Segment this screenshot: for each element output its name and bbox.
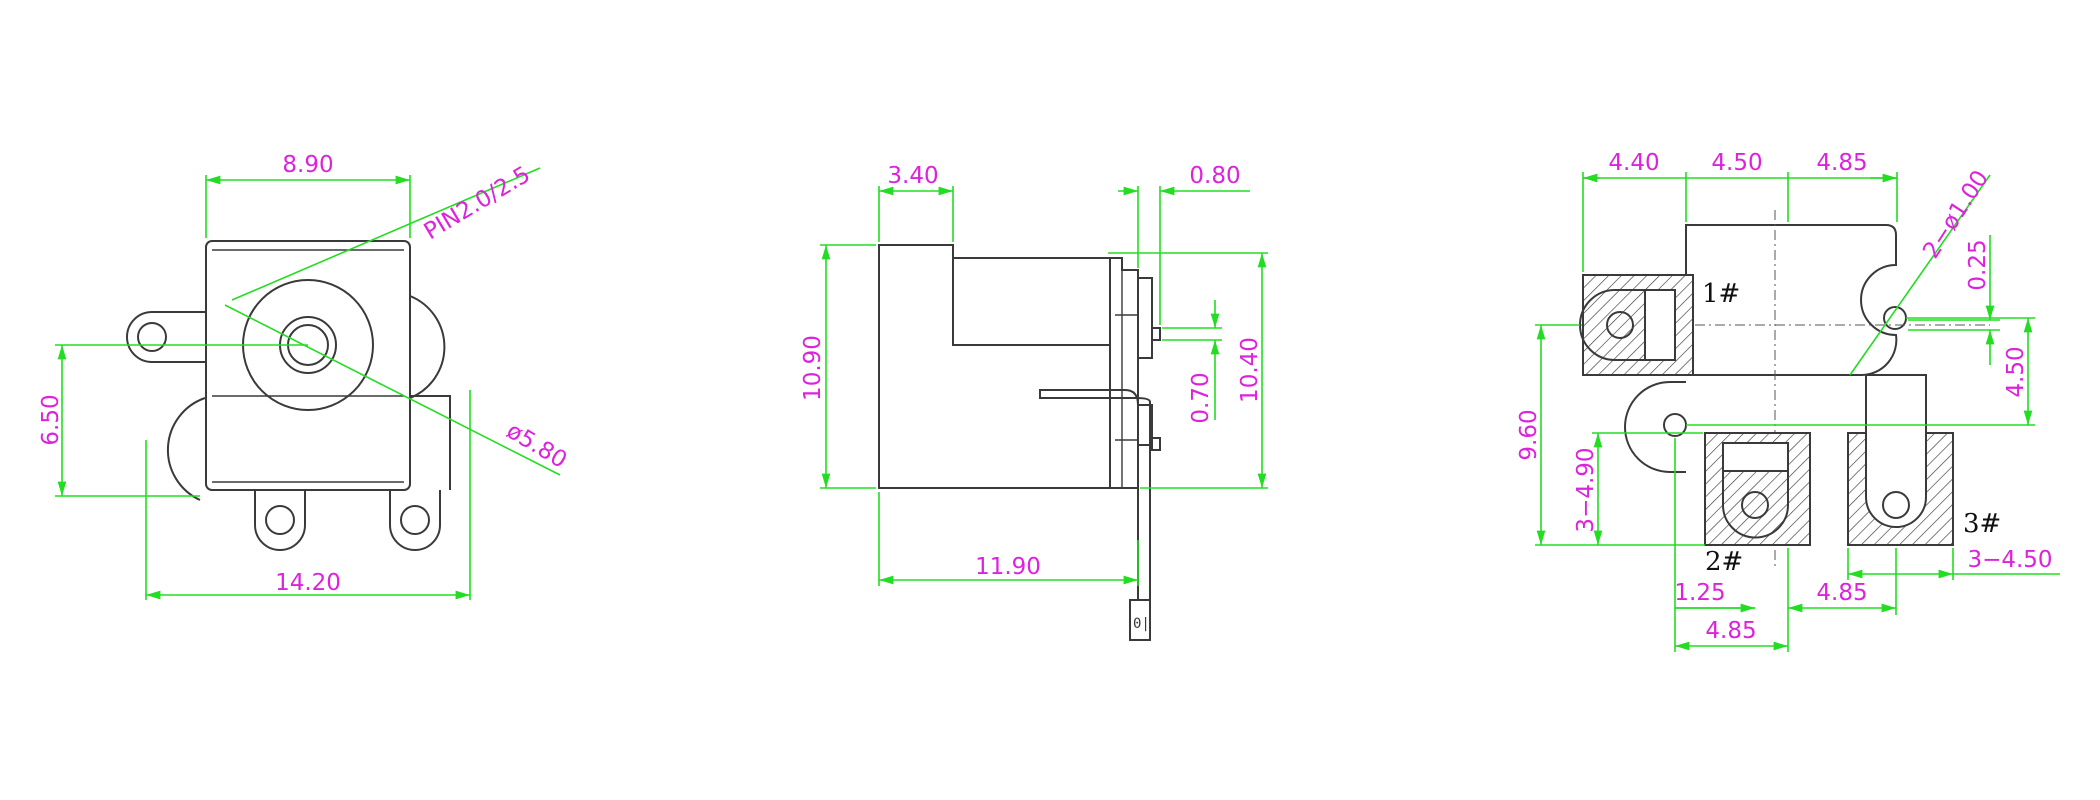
terminal-mark-icon: 0|: [1133, 616, 1150, 632]
pcb-view: 4.40 4.50 4.85 2−ø1.00 0.25 4.50 9.60 3−…: [1516, 150, 2060, 652]
dim-side-body-top: 3.40: [887, 163, 938, 189]
dim-hole-diameter: ø5.80: [502, 418, 571, 474]
dim-pcb-top-c: 4.85: [1816, 150, 1867, 176]
dim-pcb-top-a: 4.40: [1608, 150, 1659, 176]
dim-pcb-offset-small: 0.25: [1965, 239, 1991, 290]
dim-pcb-pad-width: 3−4.50: [1967, 547, 2052, 573]
side-view: 0| 3.40 0.80 10.90 10.40: [800, 163, 1268, 641]
dim-pcb-right-height: 4.50: [2003, 346, 2029, 397]
pcb-pads: [1579, 274, 1954, 546]
dim-side-height-left: 10.90: [800, 335, 826, 401]
dim-side-height-right: 10.40: [1237, 337, 1263, 403]
dim-pcb-left-height: 9.60: [1516, 409, 1542, 460]
dim-pcb-pad-size: 3−4.90: [1573, 447, 1599, 532]
pin-label-2: 2#: [1705, 547, 1743, 577]
dim-pcb-bottom-c: 4.85: [1816, 580, 1867, 606]
front-dimension-lines: [55, 167, 561, 600]
pin-label-1: 1#: [1702, 279, 1740, 309]
front-body: [126, 240, 451, 551]
pin-label-3: 3#: [1963, 509, 2001, 539]
dim-front-width-top: 8.90: [282, 152, 333, 178]
dim-pcb-bottom-a: 1.25: [1674, 580, 1725, 606]
side-dimension-lines: [820, 186, 1268, 586]
side-body: 0|: [878, 244, 1161, 641]
dim-pcb-bottom-b: 4.85: [1705, 618, 1756, 644]
dim-pin-offset: 0.70: [1188, 372, 1214, 423]
dim-tab-thickness: 0.80: [1189, 163, 1240, 189]
dim-pcb-top-b: 4.50: [1711, 150, 1762, 176]
pcb-dimension-lines: [1535, 172, 2060, 652]
dim-pin-callout: PIN2.0/2.5: [420, 162, 535, 245]
front-view: 8.90 PIN2.0/2.5 ø5.80 6.50 14.20: [38, 152, 571, 600]
dim-front-height-left: 6.50: [38, 394, 64, 445]
dim-front-width-bottom: 14.20: [275, 570, 341, 596]
dim-side-length-bottom: 11.90: [975, 554, 1041, 580]
